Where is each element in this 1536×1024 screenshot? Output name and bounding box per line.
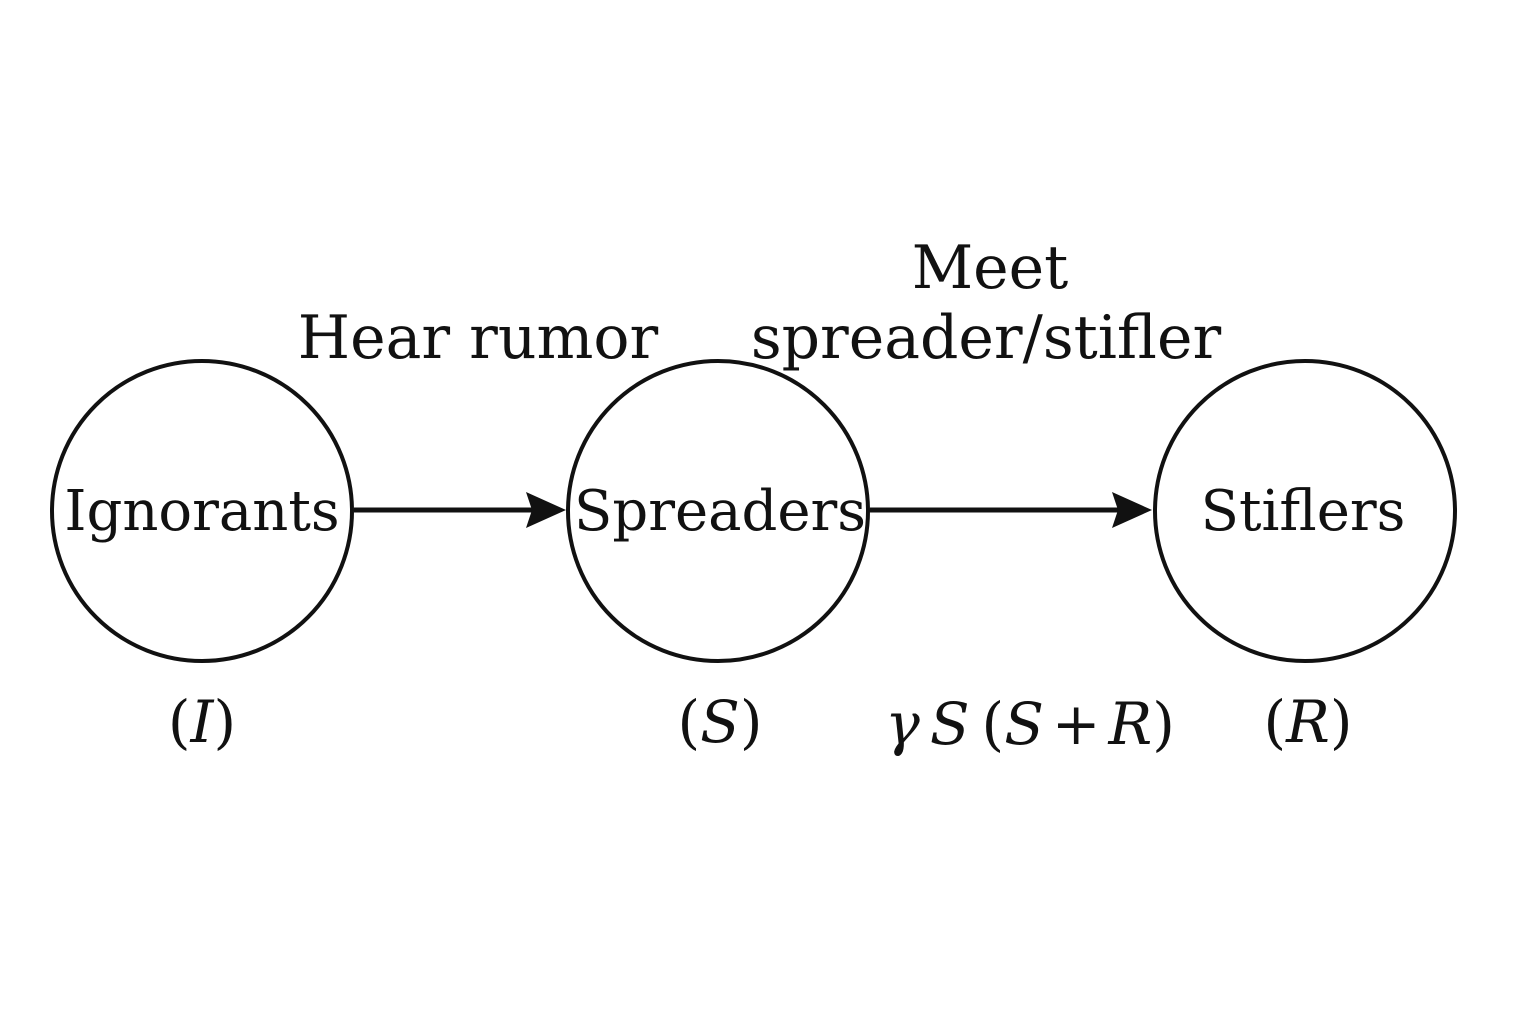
rate-plus: + xyxy=(1052,690,1101,758)
symbol-var: S xyxy=(700,688,740,756)
symbol-var: R xyxy=(1285,688,1330,756)
rate-r: R xyxy=(1108,690,1153,758)
node-spreaders-symbol: (S) xyxy=(677,688,762,756)
node-spreaders: Spreaders (S) xyxy=(566,359,870,756)
symbol-open-paren: ( xyxy=(677,688,700,756)
node-stiflers-symbol: (R) xyxy=(1264,688,1353,756)
node-stiflers: Stiflers (R) xyxy=(1153,359,1457,756)
node-spreaders-circle xyxy=(566,359,870,663)
symbol-var: I xyxy=(190,688,215,756)
node-ignorants-symbol: (I) xyxy=(168,688,236,756)
node-stiflers-circle xyxy=(1153,359,1457,663)
node-spreaders-label: Spreaders xyxy=(574,479,866,544)
edge-ignorants-to-spreaders: Hear rumor xyxy=(298,303,659,528)
arrow-head-icon xyxy=(1112,492,1152,528)
node-ignorants: Ignorants (I) xyxy=(50,359,354,756)
symbol-open-paren: ( xyxy=(1264,688,1287,756)
rate-s1: S xyxy=(930,690,970,758)
node-stiflers-label: Stiflers xyxy=(1201,479,1406,544)
edge-label-hear-rumor: Hear rumor xyxy=(298,303,659,373)
symbol-close-paren: ) xyxy=(1330,688,1353,756)
rate-open-paren: ( xyxy=(982,690,1005,758)
symbol-open-paren: ( xyxy=(168,688,191,756)
rate-close-paren: ) xyxy=(1152,690,1175,758)
edge-label-meet: Meet xyxy=(912,233,1069,303)
arrow-head-icon xyxy=(526,492,566,528)
rate-s2: S xyxy=(1004,690,1044,758)
node-ignorants-label: Ignorants xyxy=(64,479,339,544)
rate-gamma: γ xyxy=(885,690,920,758)
symbol-close-paren: ) xyxy=(213,688,236,756)
node-ignorants-circle xyxy=(50,359,354,663)
edge-label-spreader-stifler: spreader/stifler xyxy=(751,303,1222,373)
symbol-close-paren: ) xyxy=(740,688,763,756)
